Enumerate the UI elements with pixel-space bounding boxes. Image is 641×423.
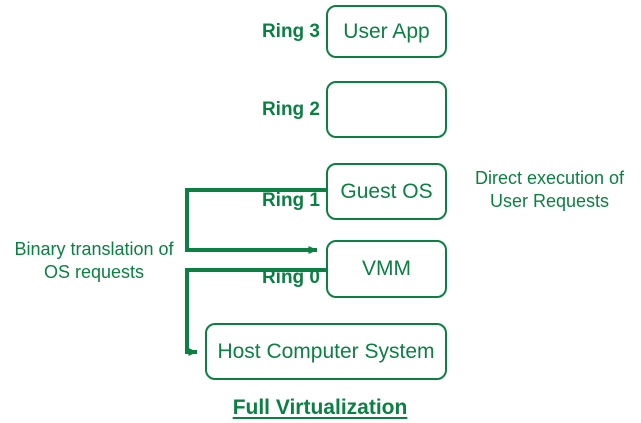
node-label-host-computer-system: Host Computer System xyxy=(217,339,435,363)
node-box-vmm: VMM xyxy=(326,240,447,298)
connector-guest-os-to-vmm xyxy=(185,188,326,254)
annotation-direct-execution-line2: User Requests xyxy=(489,190,610,211)
node-box-host-computer-system: Host Computer System xyxy=(205,323,447,380)
connector-vmm-to-host-system xyxy=(185,268,326,356)
diagram-caption: Full Virtualization xyxy=(232,396,408,419)
ring-label-ring-2: Ring 2 xyxy=(261,99,320,120)
node-label-vmm: VMM xyxy=(362,257,411,281)
node-label-user-app: User App xyxy=(343,19,430,43)
node-box-user-app: User App xyxy=(326,5,447,58)
ring-label-ring-0: Ring 0 xyxy=(261,267,320,288)
ring-label-ring-1: Ring 1 xyxy=(261,190,320,211)
node-box-ring2-empty xyxy=(326,81,447,138)
annotation-binary-translation: Binary translation of OS requests xyxy=(4,238,184,283)
ring-label-ring-3: Ring 3 xyxy=(261,21,320,42)
annotation-direct-execution: Direct execution of User Requests xyxy=(462,167,637,212)
annotation-binary-translation-line2: OS requests xyxy=(43,261,145,282)
node-box-guest-os: Guest OS xyxy=(326,163,447,220)
annotation-direct-execution-line1: Direct execution of xyxy=(474,168,625,188)
node-label-guest-os: Guest OS xyxy=(340,179,433,203)
annotation-binary-translation-line1: Binary translation of xyxy=(14,239,174,259)
